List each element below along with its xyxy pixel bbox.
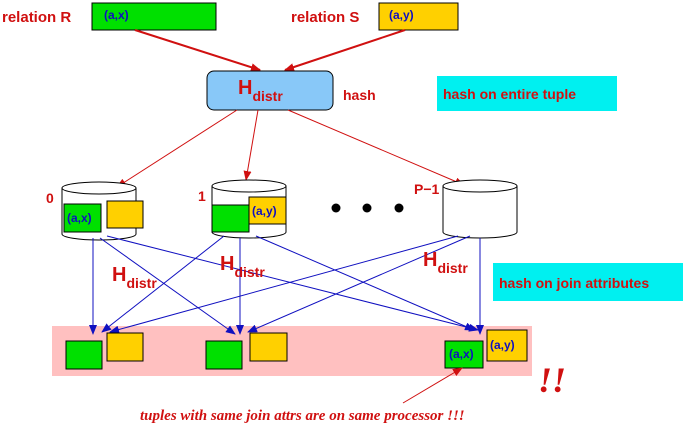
- processor-0-tuple: (a,x): [67, 211, 92, 225]
- bottom-note: tuples with same join attrs are on same …: [140, 408, 465, 424]
- arrow-hash-to-p0: [116, 109, 238, 188]
- mid-hash-symbol: H: [112, 264, 126, 286]
- mid-hash-subscript: distr: [437, 260, 468, 276]
- output-1-yellow-box: [249, 332, 288, 362]
- mid-hash-label-1: Hdistr: [112, 264, 157, 291]
- callout-join-attrs-text: hash on join attributes: [499, 275, 649, 291]
- mid-hash-symbol: H: [220, 253, 234, 275]
- output-0-green-box: [65, 340, 103, 370]
- arrow-pn-to-out0: [109, 235, 459, 334]
- output-n-yellow-box: [486, 329, 528, 362]
- relation-s-label: relation S: [291, 9, 359, 26]
- relation-s-box: [378, 2, 459, 31]
- processor-0-green-box: [63, 203, 102, 233]
- hash-distr-label: Hdistr: [238, 77, 283, 104]
- processor-1-tuple: (a,y): [252, 204, 277, 218]
- ellipsis-dot: [394, 203, 404, 213]
- callout-entire-tuple-text: hash on entire tuple: [443, 86, 576, 102]
- relation-r-box: [91, 2, 217, 31]
- hash-distr-box: [206, 70, 334, 111]
- processor-1-yellow-box: [248, 196, 287, 225]
- relation-r-label: relation R: [2, 9, 71, 26]
- arrow-s-to-hash: [284, 29, 406, 71]
- arrow-p0-to-outn: [106, 235, 479, 332]
- ellipsis-dot: [331, 203, 341, 213]
- processor-0-label: 0: [46, 190, 54, 206]
- mid-hash-subscript: distr: [234, 264, 265, 280]
- callout-entire-tuple-box: [437, 76, 617, 111]
- mid-hash-label-3: Hdistr: [423, 249, 468, 276]
- hash-subscript: distr: [252, 88, 283, 104]
- output-n-tuple-y: (a,y): [490, 338, 515, 352]
- ellipsis-dot: [362, 203, 372, 213]
- output-n-green-box: [444, 340, 484, 369]
- processor-1-green-box: [211, 204, 250, 233]
- mid-hash-subscript: distr: [126, 275, 157, 291]
- hash-side-label: hash: [343, 87, 376, 103]
- output-0-yellow-box: [106, 332, 144, 362]
- arrow-r-to-hash: [134, 29, 261, 72]
- processor-1-label: 1: [198, 188, 206, 204]
- relation-r-tuple: (a,x): [104, 8, 129, 22]
- note-arrow: [402, 367, 463, 404]
- processor-0-yellow-box: [106, 200, 144, 229]
- arrow-hash-to-pn: [287, 109, 465, 186]
- relation-s-tuple: (a,y): [389, 8, 414, 22]
- output-n-tuple-x: (a,x): [449, 347, 474, 361]
- arrow-hash-to-p1: [243, 109, 259, 181]
- exclamation-marks: !!: [538, 360, 566, 400]
- mid-hash-label-2: Hdistr: [220, 253, 265, 280]
- arrow-p1-to-out0: [101, 235, 225, 333]
- output-1-green-box: [205, 340, 243, 370]
- processor-pn-label: P−1: [414, 181, 440, 197]
- callout-join-attrs-box: [493, 263, 683, 301]
- mid-hash-symbol: H: [423, 249, 437, 271]
- hash-symbol: H: [238, 77, 252, 99]
- arrow-p0-to-out1: [99, 237, 236, 335]
- arrow-pn-to-out1: [247, 235, 471, 333]
- processor-pn-disk: [442, 179, 518, 239]
- arrow-p1-to-outn: [255, 235, 475, 331]
